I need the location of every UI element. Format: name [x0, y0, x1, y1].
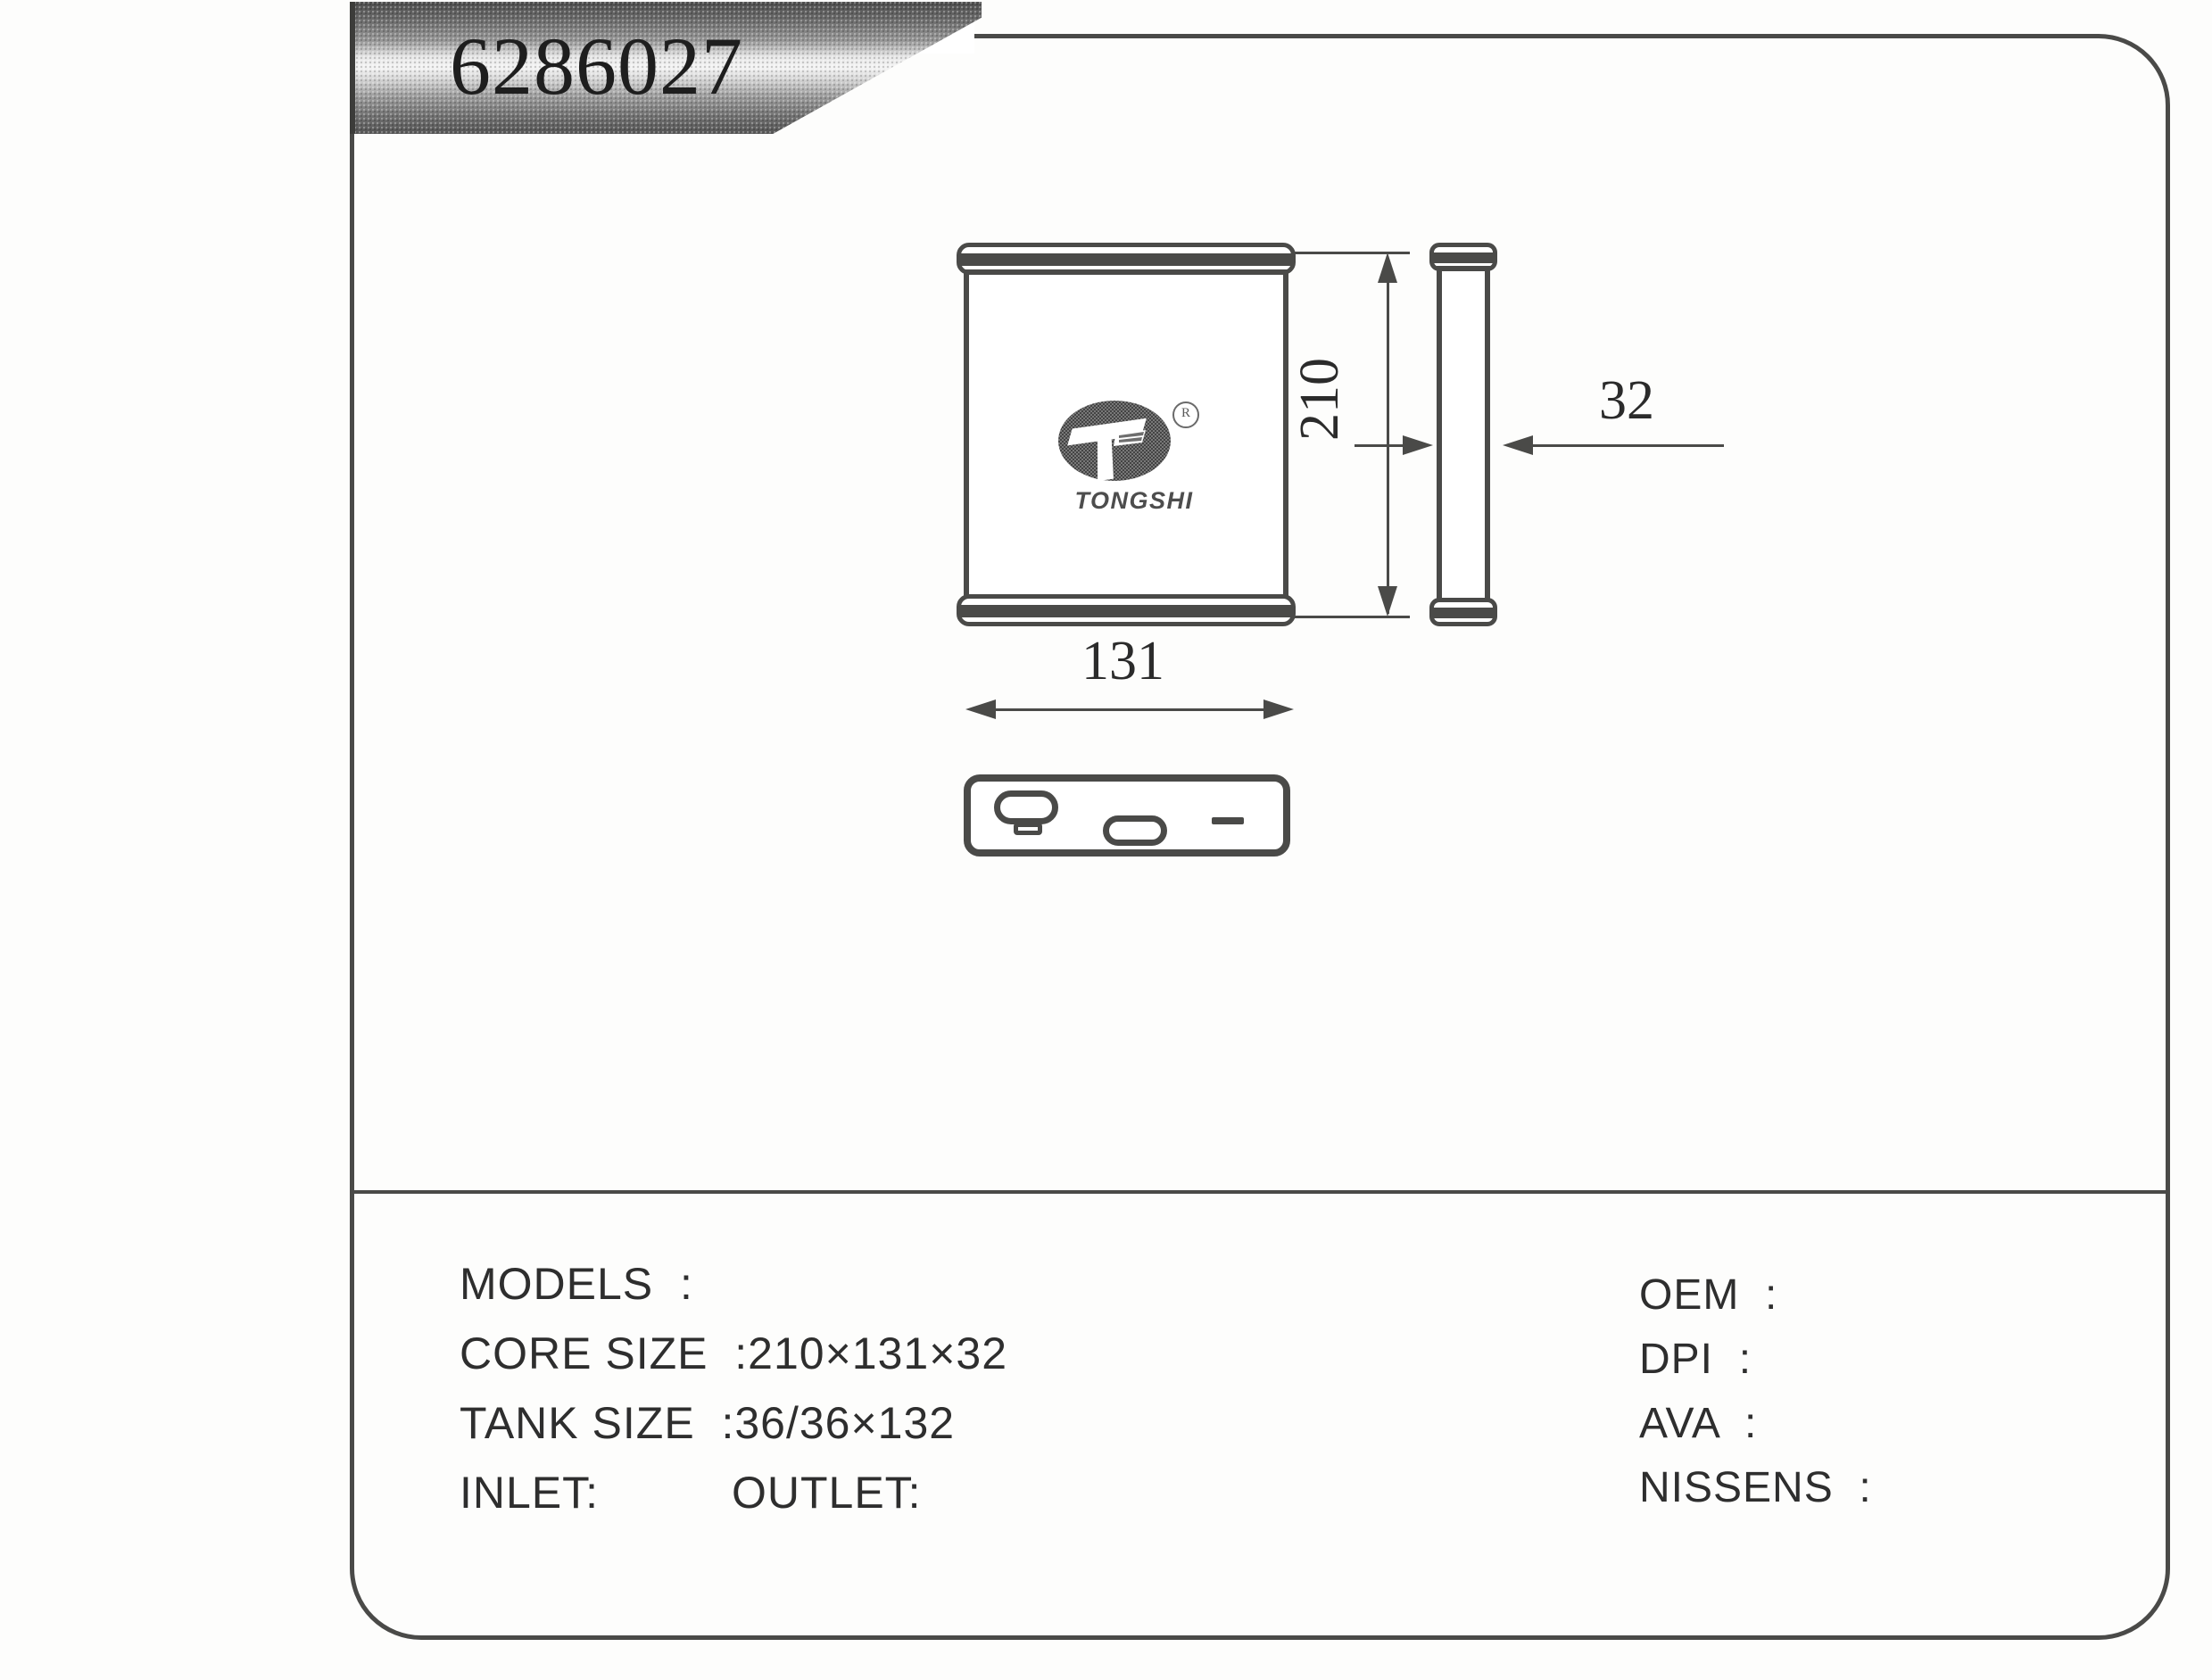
- technical-drawing-area: R TONGSHI 210 131: [350, 134, 2170, 1190]
- arrow-right-icon: [1263, 699, 1294, 719]
- spec-ava: AVA :: [1639, 1400, 1758, 1447]
- top-tank-fill: [959, 253, 1293, 266]
- plan-port-tab: [1014, 823, 1042, 835]
- spec-dpi: DPI :: [1639, 1336, 1752, 1383]
- arrow-left-icon: [965, 699, 996, 719]
- spec-models: MODELS :: [460, 1259, 693, 1309]
- side-bottom-cap: [1429, 598, 1497, 626]
- spec-oem: OEM :: [1639, 1271, 1778, 1319]
- leader-left: [1355, 444, 1410, 447]
- side-bottom-cap-fill: [1432, 608, 1495, 618]
- bottom-view-footprint: [964, 774, 1290, 857]
- plan-marker-dash: [1212, 817, 1244, 824]
- side-top-cap-fill: [1432, 252, 1495, 263]
- front-view-core: R TONGSHI: [957, 243, 1296, 626]
- dimension-line: [971, 708, 1288, 711]
- ext-tick-top: [1292, 252, 1410, 254]
- arrow-up-icon: [1378, 252, 1397, 283]
- part-number-label: 6286027: [450, 21, 743, 112]
- bottom-tank-fill: [959, 605, 1293, 617]
- plan-port-oval-center: [1103, 815, 1167, 846]
- dimension-value-width: 131: [1081, 631, 1164, 691]
- spec-core-size: CORE SIZE :210×131×32: [460, 1328, 1008, 1378]
- spec-left-column: MODELS : CORE SIZE :210×131×32 TANK SIZE…: [460, 1249, 1007, 1527]
- specification-area: MODELS : CORE SIZE :210×131×32 TANK SIZE…: [350, 1194, 2170, 1640]
- section-divider: [354, 1190, 2166, 1194]
- arrow-right-icon: [1403, 435, 1433, 455]
- tongshi-swoosh-logo-icon: [1056, 400, 1172, 482]
- spec-right-column: OEM : DPI : AVA : NISSENS :: [1639, 1263, 1872, 1520]
- dimension-value-thickness: 32: [1599, 370, 1654, 431]
- banner-left-edge: [350, 2, 355, 134]
- drawing-frame: [350, 34, 2170, 1640]
- core-body: R TONGSHI: [964, 269, 1288, 600]
- spec-nissens: NISSENS :: [1639, 1464, 1872, 1511]
- tongshi-logo: R TONGSHI: [1049, 400, 1219, 516]
- ext-tick-bottom: [1292, 616, 1410, 618]
- brand-name-label: TONGSHI: [1074, 487, 1194, 514]
- dimension-value-height: 210: [1289, 358, 1350, 441]
- leader-right: [1528, 444, 1724, 447]
- registered-trademark-icon: R: [1172, 401, 1199, 428]
- side-body: [1437, 266, 1490, 603]
- plan-port-oval-left: [994, 790, 1058, 824]
- dimension-line: [1387, 259, 1389, 614]
- bottom-tank: [957, 594, 1296, 626]
- arrow-left-icon: [1503, 435, 1533, 455]
- spec-tank-size: TANK SIZE :36/36×132: [460, 1398, 956, 1448]
- spec-inlet-outlet: INLET: OUTLET:: [460, 1468, 922, 1518]
- arrow-down-icon: [1378, 586, 1397, 617]
- side-view-thickness: [1429, 243, 1497, 626]
